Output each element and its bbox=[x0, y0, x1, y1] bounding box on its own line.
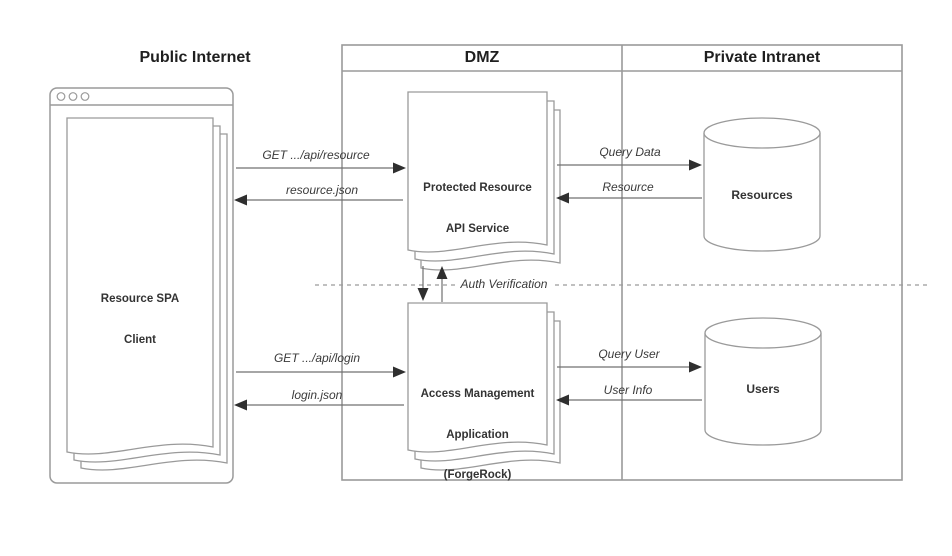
api-service-doc-stack bbox=[407, 91, 561, 271]
flow-login-json-label: login.json bbox=[291, 388, 343, 402]
spa-client-label-line1: Resource SPA bbox=[100, 293, 180, 305]
flow-arrows bbox=[234, 159, 702, 411]
flow-query-user-label: Query User bbox=[598, 347, 660, 361]
flow-get-api-resource-label: GET .../api/resource bbox=[262, 148, 370, 162]
spa-client-doc-stack bbox=[66, 117, 228, 471]
auth-verification-label: Auth Verification bbox=[455, 277, 553, 291]
zone-title-private-intranet: Private Intranet bbox=[703, 49, 821, 66]
spa-client-label: Resource SPA Client bbox=[67, 266, 213, 374]
flow-resource-arrow bbox=[556, 192, 702, 204]
flow-resource-json-label: resource.json bbox=[285, 183, 359, 197]
auth-verification-up-arrow bbox=[436, 266, 448, 302]
am-app-label-line2: Application bbox=[446, 428, 509, 441]
resources-db-label: Resources bbox=[731, 188, 793, 202]
spa-client-label-line2: Client bbox=[124, 333, 156, 346]
am-app-label-line1: Access Management bbox=[420, 388, 535, 400]
users-db-cylinder bbox=[704, 317, 822, 446]
am-app-label-line3: (ForgeRock) bbox=[443, 469, 512, 481]
flow-user-info-label: User Info bbox=[603, 383, 653, 397]
api-service-label: Protected Resource API Service bbox=[408, 155, 547, 263]
zone-boxes bbox=[341, 44, 903, 481]
flow-get-api-resource-arrow bbox=[236, 162, 406, 174]
flow-query-data-label: Query Data bbox=[599, 145, 661, 159]
flow-user-info-arrow bbox=[556, 394, 702, 406]
flow-get-api-login-label: GET .../api/login bbox=[273, 351, 361, 365]
am-app-label: Access Management Application (ForgeRock… bbox=[408, 361, 547, 510]
am-app-doc-stack bbox=[407, 302, 561, 471]
browser-traffic-lights-icon bbox=[56, 92, 90, 101]
zone-title-dmz: DMZ bbox=[464, 49, 500, 66]
users-db-label: Users bbox=[746, 382, 780, 396]
flow-query-data-arrow bbox=[557, 159, 702, 171]
flow-get-api-login-arrow bbox=[236, 366, 406, 378]
zone-title-public-internet: Public Internet bbox=[139, 49, 251, 66]
api-service-label-line1: Protected Resource bbox=[423, 182, 532, 194]
resources-db-cylinder bbox=[703, 117, 821, 252]
flow-resource-label: Resource bbox=[602, 180, 654, 194]
flow-resource-json-arrow bbox=[234, 194, 403, 206]
auth-verification-down-arrow bbox=[417, 266, 429, 301]
flow-login-json-arrow bbox=[234, 399, 404, 411]
api-service-label-line2: API Service bbox=[445, 222, 510, 235]
flow-query-user-arrow bbox=[557, 361, 702, 373]
